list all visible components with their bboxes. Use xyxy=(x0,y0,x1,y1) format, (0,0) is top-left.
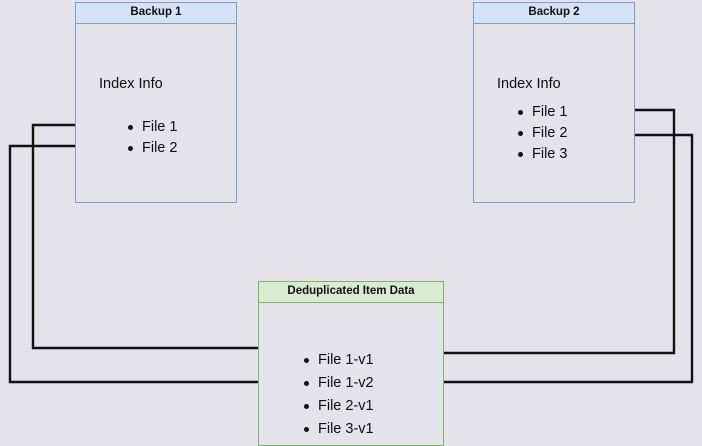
backup1-box: Backup 1 Index Info File 1 File 2 xyxy=(75,2,237,203)
list-item: File 3 xyxy=(516,144,567,165)
backup1-title: Backup 1 xyxy=(76,3,236,24)
backup1-body: Index Info File 1 File 2 xyxy=(76,24,236,202)
dedup-title: Deduplicated Item Data xyxy=(259,282,443,303)
dedup-body: File 1-v1 File 1-v2 File 2-v1 File 3-v1 xyxy=(259,303,443,445)
backup2-box: Backup 2 Index Info File 1 File 2 File 3 xyxy=(473,2,635,203)
list-item: File 3-v1 xyxy=(302,418,374,441)
backup2-title: Backup 2 xyxy=(474,3,634,24)
list-item: File 1-v1 xyxy=(302,349,374,372)
list-item: File 1-v2 xyxy=(302,372,374,395)
list-item: File 1 xyxy=(516,102,567,123)
backup2-body: Index Info File 1 File 2 File 3 xyxy=(474,24,634,202)
list-item: File 2 xyxy=(516,123,567,144)
dedup-item-list: File 1-v1 File 1-v2 File 2-v1 File 3-v1 xyxy=(302,349,374,441)
backup1-file-list: File 1 File 2 xyxy=(126,117,177,159)
backup2-file-list: File 1 File 2 File 3 xyxy=(516,102,567,165)
deduplicated-item-data-box: Deduplicated Item Data File 1-v1 File 1-… xyxy=(258,281,444,446)
backup2-index-info-label: Index Info xyxy=(497,76,561,92)
list-item: File 2-v1 xyxy=(302,395,374,418)
list-item: File 1 xyxy=(126,117,177,138)
backup1-index-info-label: Index Info xyxy=(99,76,163,92)
list-item: File 2 xyxy=(126,138,177,159)
